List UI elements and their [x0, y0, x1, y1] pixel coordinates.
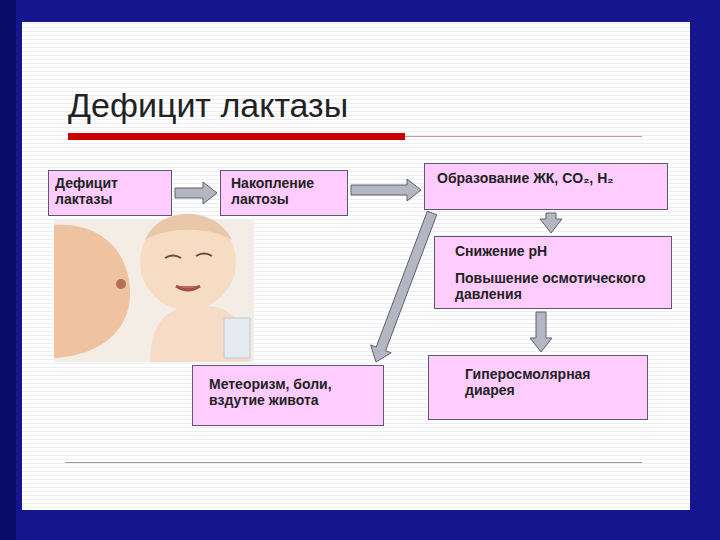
block-arrow	[530, 312, 552, 352]
box-text: Повышение осмотического давления	[455, 270, 665, 302]
box-text: Снижение рН	[455, 243, 665, 259]
slide-title: Дефицит лактазы	[68, 86, 348, 125]
process-box: Метеоризм, боли, вздутие живота	[192, 365, 384, 426]
box-text: Накопление лактозы	[231, 175, 341, 207]
block-arrow	[540, 213, 562, 233]
process-box: Образование ЖК, CO₂, H₂	[424, 163, 668, 210]
block-arrow	[351, 179, 421, 201]
box-text: Дефицит лактазы	[55, 175, 165, 207]
box-text: Метеоризм, боли, вздутие живота	[209, 376, 377, 408]
process-box: Гиперосмолярная диарея	[428, 355, 648, 420]
box-text: Образование ЖК, CO₂, H₂	[437, 170, 661, 186]
process-box: Дефицит лактазы	[48, 170, 172, 216]
box-text: Гиперосмолярная диарея	[465, 366, 641, 398]
block-arrow	[371, 211, 437, 362]
block-arrow	[175, 182, 217, 204]
process-box: Накопление лактозы	[220, 170, 348, 216]
process-box: Снижение рН Повышение осмотического давле…	[434, 236, 672, 309]
